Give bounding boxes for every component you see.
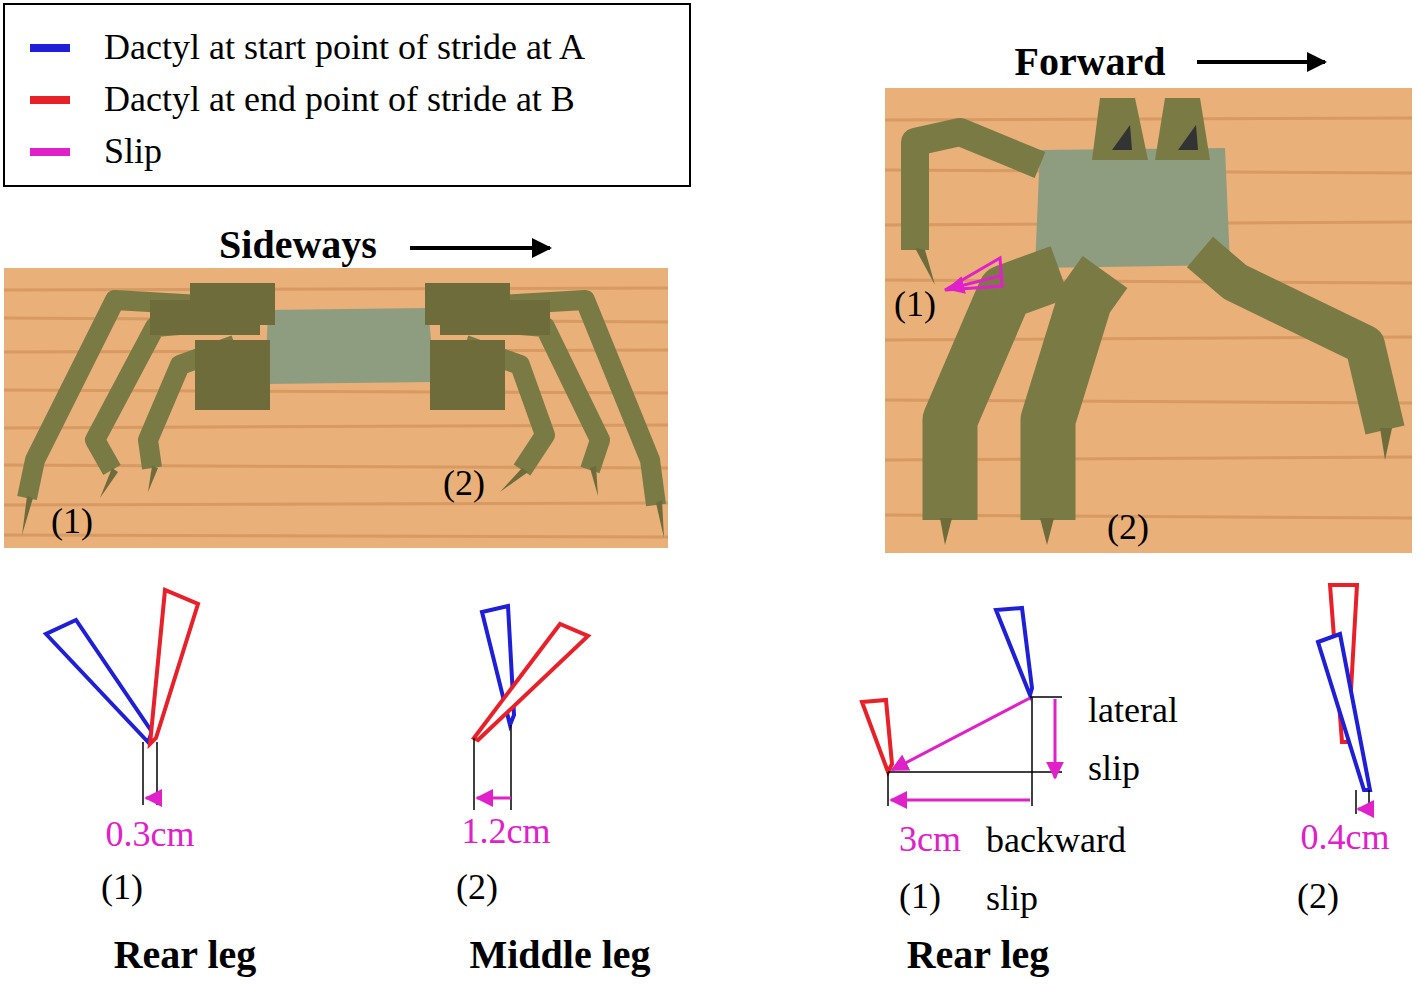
slip-name: backward slip bbox=[986, 811, 1151, 927]
slip-dimension: 3cm bbox=[899, 820, 961, 860]
callout-number: (2) bbox=[456, 868, 498, 908]
callout-number: (2) bbox=[1297, 877, 1339, 917]
legend-text: Dactyl at start point of stride at A bbox=[104, 28, 585, 68]
callout-number: (2) bbox=[443, 464, 485, 504]
direction-arrow bbox=[410, 246, 550, 250]
callout-number: (1) bbox=[101, 868, 143, 908]
forward-robot bbox=[885, 88, 1412, 553]
view-title: Sideways bbox=[219, 223, 377, 267]
legend-text: Dactyl at end point of stride at B bbox=[104, 80, 575, 120]
sideways-robot bbox=[4, 268, 668, 548]
callout-number: (2) bbox=[1107, 508, 1149, 548]
dactyl-sideways-middle bbox=[474, 606, 588, 810]
legend-swatch bbox=[30, 96, 70, 104]
slip-dimension: 1.2cm bbox=[462, 812, 551, 852]
callout-number: (1) bbox=[894, 285, 936, 325]
dactyl-forward-rear bbox=[862, 608, 1062, 806]
legend-swatch bbox=[30, 148, 70, 156]
dactyl-forward-front bbox=[1318, 585, 1370, 814]
slip-name: lateral slip bbox=[1088, 681, 1213, 797]
callout-number: (1) bbox=[899, 877, 941, 917]
dactyl-sideways-rear bbox=[46, 590, 198, 805]
legend-swatch bbox=[30, 44, 70, 52]
leg-name: Rear leg bbox=[907, 933, 1050, 977]
slip-dimension: 0.4cm bbox=[1301, 818, 1390, 858]
legend-text: Slip bbox=[104, 132, 162, 172]
leg-name: Rear leg bbox=[114, 933, 257, 977]
view-title: Forward bbox=[1014, 40, 1165, 84]
legend-frame bbox=[4, 4, 690, 186]
callout-number: (1) bbox=[51, 502, 93, 542]
leg-name: Middle leg bbox=[469, 933, 650, 977]
direction-arrow bbox=[1197, 60, 1325, 64]
slip-dimension: 0.3cm bbox=[106, 815, 195, 855]
